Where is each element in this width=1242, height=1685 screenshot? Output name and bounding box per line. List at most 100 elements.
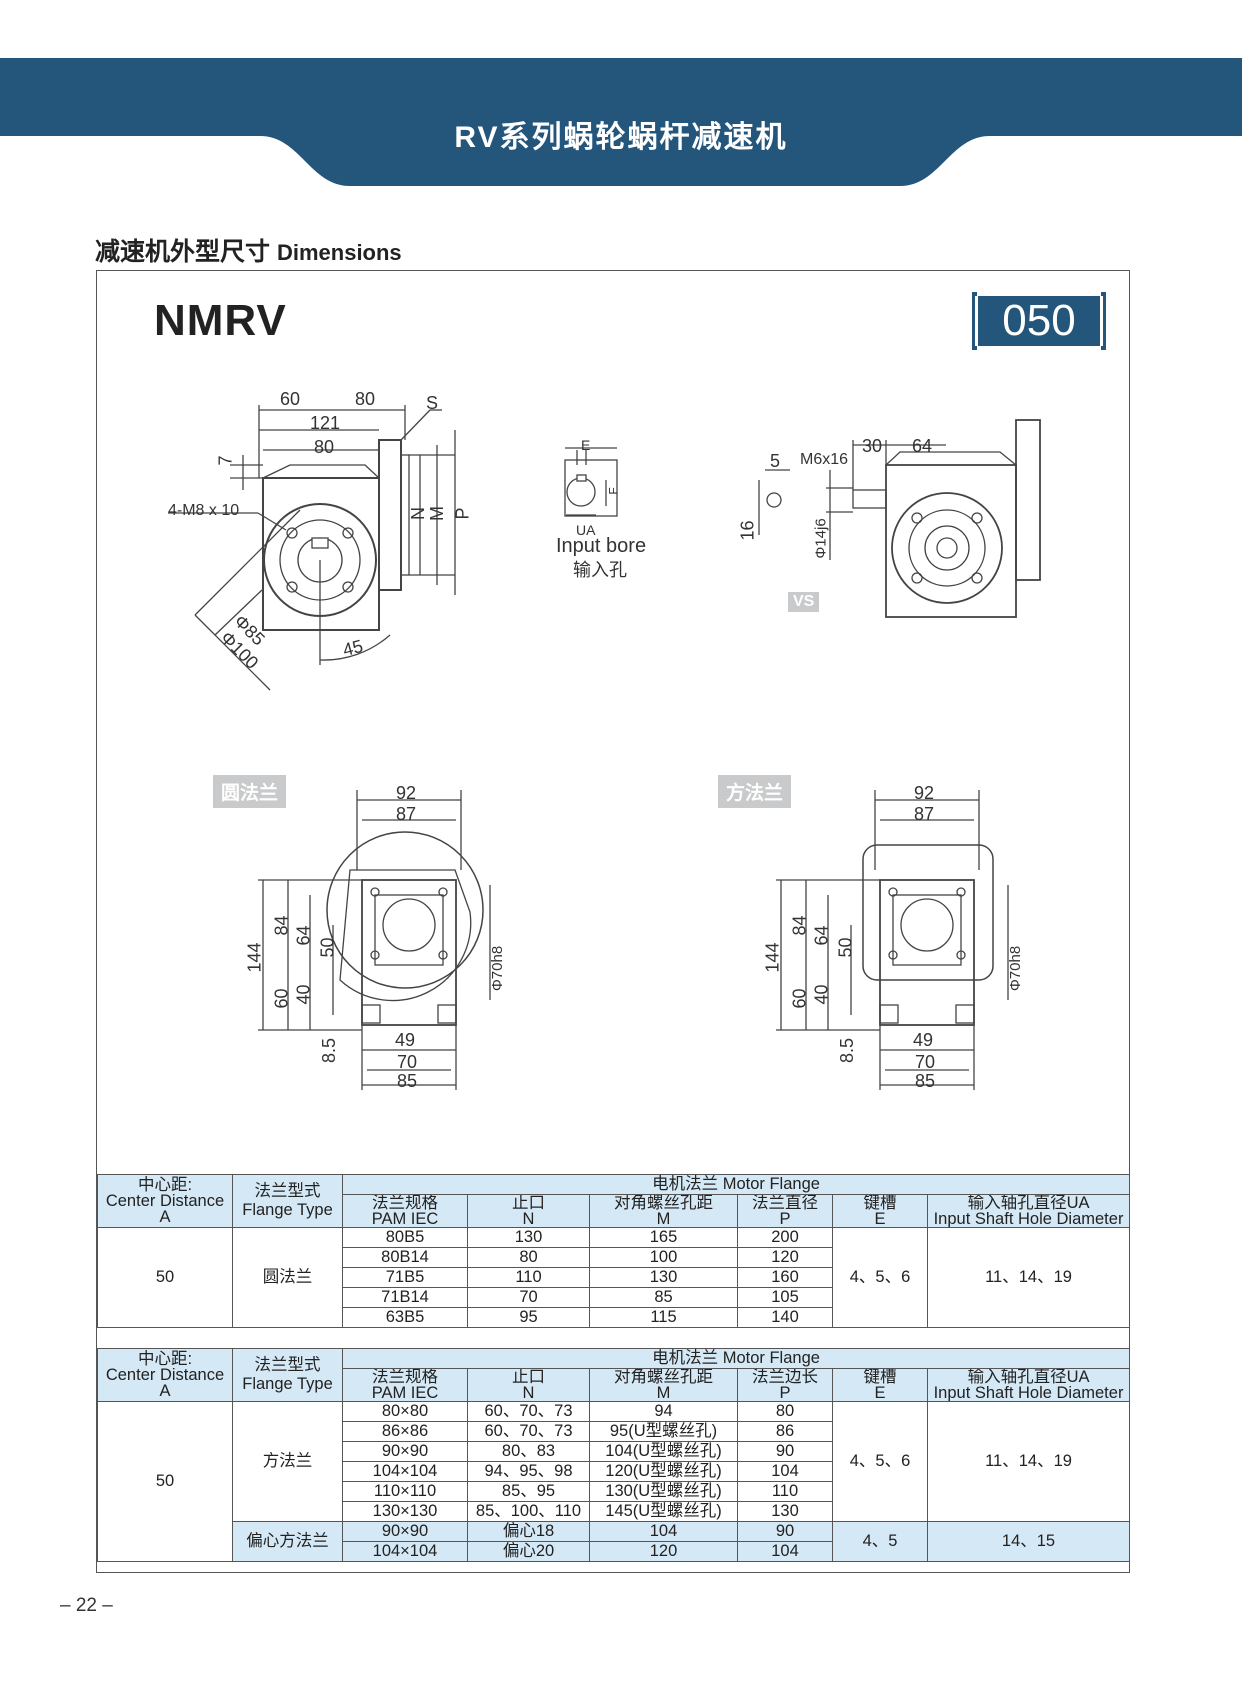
t2-key-square: 4、5、6 (832, 1401, 928, 1522)
t2-type-square: 方法兰 (232, 1401, 343, 1522)
dim-square-49: 49 (913, 1030, 934, 1050)
dim-square-50: 50 (835, 937, 856, 958)
t2-cell: 80 (737, 1401, 833, 1422)
model-name: NMRV (154, 296, 287, 345)
square-flange-tag: 方法兰 (718, 775, 792, 808)
t2-cell: 145(U型螺丝孔) (589, 1501, 738, 1522)
dim-square-8-5: 8.5 (837, 1037, 858, 1064)
table-row: 50 圆法兰 80B5 130 165 200 4、5、6 11、14、19 (97, 1227, 1131, 1328)
t2-cell: 110 (737, 1481, 833, 1502)
input-bore-label-en: Input bore (556, 535, 647, 557)
t1-cell: 165 (589, 1227, 738, 1248)
t1-cell: 100 (589, 1247, 738, 1268)
t1-cell: 85 (589, 1287, 738, 1308)
dim-round-84: 84 (271, 915, 292, 936)
t1-center: 50 (97, 1227, 233, 1328)
dim-main-80a: 80 (355, 389, 376, 409)
t2-cell: 90 (737, 1441, 833, 1462)
dim-round-87: 87 (396, 804, 417, 824)
t2-cell: 104(U型螺丝孔) (589, 1441, 738, 1462)
t2-ua-square: 11、14、19 (926, 1401, 1131, 1522)
page-number: – 22 – (60, 1595, 113, 1616)
t2-cell: 85、95 (467, 1481, 590, 1502)
t2-cell: 偏心18 (467, 1521, 590, 1542)
t1-cell: 200 (737, 1227, 833, 1248)
t1-cell: 71B5 (342, 1267, 468, 1288)
t1-cell: 70 (467, 1287, 590, 1308)
t2-center: 50 (97, 1401, 233, 1562)
dim-square-84: 84 (789, 915, 810, 936)
dim-main-121: 121 (310, 413, 341, 433)
dim-main-7: 7 (215, 455, 236, 466)
dim-main-m: M (427, 506, 447, 521)
t2-cell: 104 (737, 1461, 833, 1482)
dim-round-49: 49 (395, 1030, 416, 1050)
t2-cell: 120(U型螺丝孔) (589, 1461, 738, 1482)
dim-square-d70: Φ70h8 (1007, 945, 1025, 992)
table-row: 130×130 85、100、110 145(U型螺丝孔) 130 (98, 1501, 1130, 1522)
t2-cell: 104 (589, 1521, 738, 1542)
t1-cell: 80B5 (342, 1227, 468, 1248)
header-banner (0, 58, 1242, 186)
t1-key: 4、5、6 (832, 1227, 928, 1328)
t1-cell: 110 (467, 1267, 590, 1288)
section-title-cn: 减速机外型尺寸 (95, 238, 271, 266)
table-row: 110×110 85、95 130(U型螺丝孔) 110 (98, 1481, 1130, 1502)
dim-vs-d14: Φ14j6 (812, 518, 830, 559)
dim-round-85: 85 (397, 1071, 418, 1091)
dim-main-60: 60 (280, 389, 301, 409)
t2-cell: 90×90 (342, 1441, 468, 1462)
t2-cell: 90 (737, 1521, 833, 1542)
dim-vs-5: 5 (770, 451, 781, 471)
table-row: 50 方法兰 80×80 60、70、73 94 80 4、5、6 11、14、… (97, 1401, 1131, 1562)
dim-main-80b: 80 (314, 437, 335, 457)
vs-tag: VS (788, 592, 820, 612)
dim-vs-30: 30 (862, 436, 883, 456)
dim-bore-f: F (606, 487, 621, 495)
dim-square-85: 85 (915, 1071, 936, 1091)
t2-header-motor-flange: 电机法兰 Motor Flange (341, 1348, 1131, 1369)
t1-cell: 140 (737, 1307, 833, 1328)
dim-vs-16: 16 (737, 520, 758, 541)
t2-cell: 120 (589, 1541, 738, 1562)
table-row: 80B14 80 100 120 (98, 1247, 1130, 1268)
t2-cell: 90×90 (342, 1521, 468, 1542)
t1-cell: 115 (589, 1307, 738, 1328)
dim-square-87: 87 (914, 804, 935, 824)
dim-round-d70: Φ70h8 (489, 945, 507, 992)
t1-cell: 95 (467, 1307, 590, 1328)
dim-vs-m6: M6x16 (800, 451, 849, 468)
t2-ua-eccentric: 14、15 (926, 1521, 1131, 1562)
dim-square-64: 64 (811, 925, 832, 946)
table-row: 104×104 偏心20 120 104 (98, 1541, 1130, 1562)
page-header-title: RV系列蜗轮蜗杆减速机 (454, 121, 788, 154)
t2-cell: 80×80 (342, 1401, 468, 1422)
dim-square-92: 92 (914, 783, 935, 803)
t2-type-eccentric: 偏心方法兰 (232, 1521, 343, 1562)
t2-cell: 104×104 (342, 1541, 468, 1562)
t2-cell: 偏心20 (467, 1541, 590, 1562)
dim-square-144: 144 (762, 942, 783, 973)
dim-bore-ua: UA (576, 522, 596, 538)
t2-cell: 130 (737, 1501, 833, 1522)
table-row: 偏心方法兰 90×90 偏心18 104 90 4、5 14、15 (98, 1521, 1131, 1562)
t2-cell: 104 (737, 1541, 833, 1562)
t1-cell: 80 (467, 1247, 590, 1268)
section-title: 减速机外型尺寸 Dimensions (95, 232, 402, 268)
round-flange-tag: 圆法兰 (213, 775, 287, 808)
t2-cell: 60、70、73 (467, 1421, 590, 1442)
t1-cell: 80B14 (342, 1247, 468, 1268)
dim-main-bolts: 4-M8 x 10 (168, 502, 240, 519)
t1-cell: 71B14 (342, 1287, 468, 1308)
